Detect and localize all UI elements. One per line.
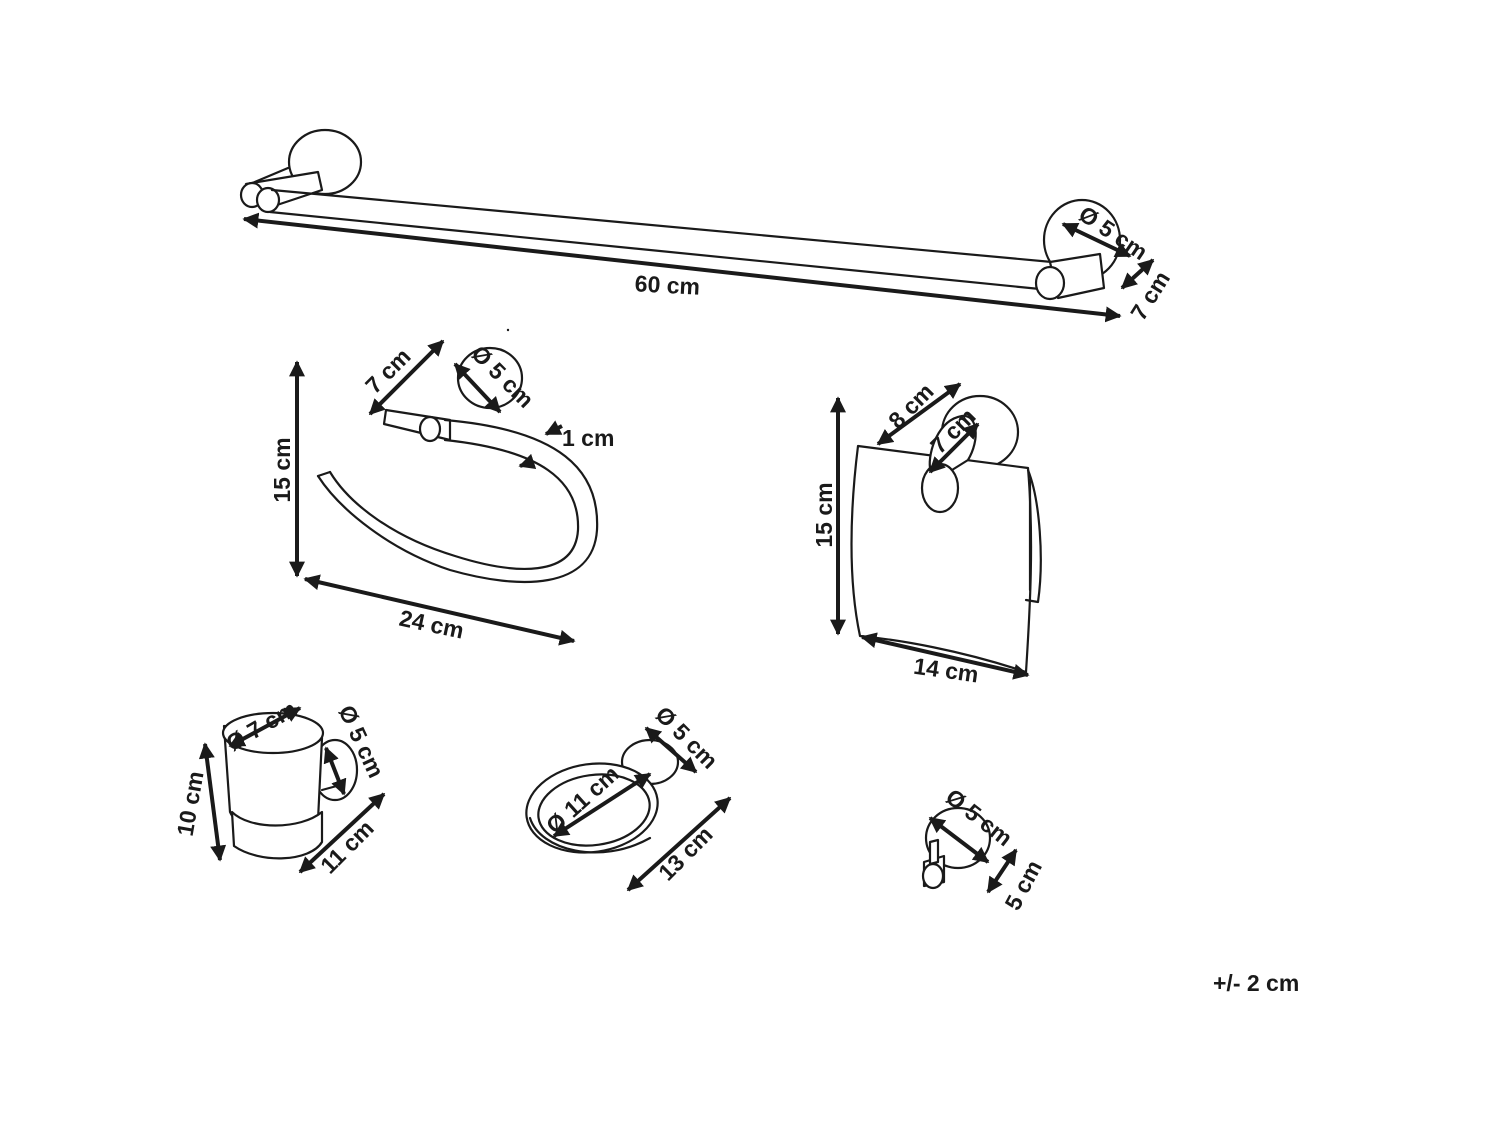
towel-ring-width-label: 24 cm [397,605,466,644]
tumbler-cup-diameter-arrow [228,706,302,748]
towel-ring-height-label: 15 cm [269,437,295,502]
tumbler-mount-diameter-arrow [323,746,347,796]
soap-dish-diameter-arrow [552,772,652,838]
robe-hook-projection-arrow [986,848,1018,894]
towel-ring-projection-arrow [368,339,445,416]
paper-holder-arm-projection-arrow [928,422,980,474]
towel-bar-projection-arrow [1120,258,1155,290]
tolerance-note: +/- 2 cm [1213,970,1300,996]
paper-holder-width-label: 14 cm [912,653,980,688]
paper-holder-cover-projection-arrow [876,382,962,446]
towel-ring-width-arrow [303,574,576,646]
towel-bar-projection-label: 7 cm [1125,266,1175,324]
towel-ring-thickness-arrow-bottom [518,453,537,470]
towel-ring-thickness-arrow-top [544,420,563,436]
towel-bar-length-label: 60 cm [634,270,700,299]
robe-hook-diameter-arrow [928,816,990,864]
stray-dot [506,328,510,332]
towel-ring-projection-label: 7 cm [360,343,415,398]
paper-holder-width-arrow [860,632,1030,680]
tumbler-height-arrow [198,742,227,862]
soap-dish-mount-diameter-arrow [644,726,698,774]
soap-dish-depth-label: 13 cm [653,821,718,886]
tumbler-height-label: 10 cm [172,769,209,838]
tumbler-depth-arrow [298,792,386,874]
towel-ring-thickness-label: 1 cm [562,425,614,451]
towel-ring-drawing [316,346,599,583]
towel-bar-diameter-arrow [1061,222,1132,258]
soap-dish-depth-arrow [626,796,732,892]
towel-bar-length-arrow [242,212,1122,323]
paper-holder-height-label: 15 cm [811,482,837,547]
towel-ring-diameter-arrow [453,362,502,414]
